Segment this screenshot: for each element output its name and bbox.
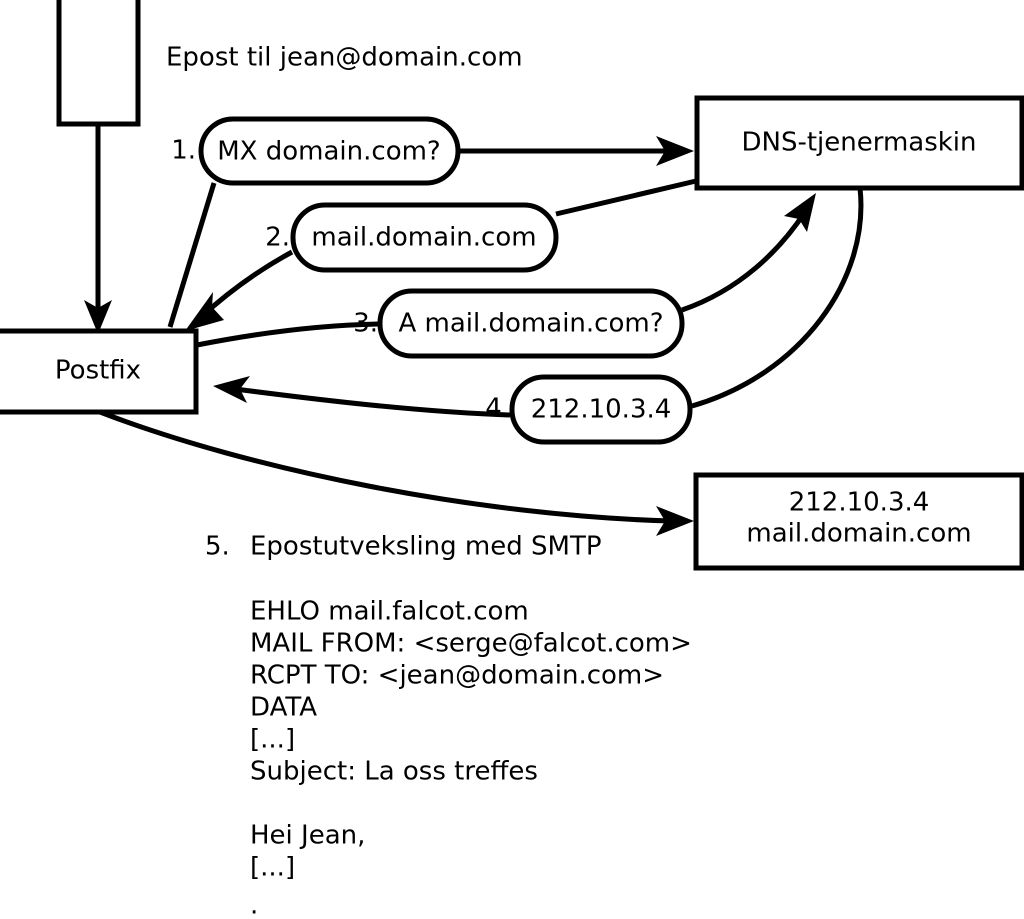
edge-client-to-postfix	[84, 124, 112, 334]
step-5-caption: Epostutveksling med SMTP	[250, 532, 602, 562]
node-mail-server-hostname: mail.domain.com	[746, 519, 971, 549]
edge-step5-smtp	[99, 409, 694, 536]
step-4-bubble-label: 212.10.3.4	[531, 395, 672, 425]
step-1-group: 1. MX domain.com?	[171, 116, 461, 186]
smtp-line-rcpt-to: RCPT TO: <jean@domain.com>	[250, 661, 664, 691]
edge-step4-a-answer	[213, 187, 864, 418]
step-2-group: 2. mail.domain.com	[265, 202, 559, 273]
subject-line-text: Epost til jean@domain.com	[166, 43, 523, 73]
edge-step2-mx-answer	[185, 178, 697, 331]
node-postfix: Postfix	[0, 328, 199, 415]
step-5-number: 5.	[205, 532, 230, 562]
step-3-group: 3. A mail.domain.com?	[353, 288, 685, 359]
step-4-group: 4. 212.10.3.4	[485, 374, 693, 445]
smtp-line-ellipsis-2: [...]	[250, 853, 295, 883]
smtp-line-subject: Subject: La oss treffes	[250, 757, 538, 787]
node-mail-server-ip: 212.10.3.4	[789, 488, 930, 518]
edge-step1-mx-query	[167, 136, 694, 328]
step-2-bubble-label: mail.domain.com	[311, 223, 536, 253]
edge-step3-a-query	[196, 193, 816, 348]
smtp-line-terminator: .	[250, 891, 258, 919]
step-4-number: 4.	[485, 394, 510, 424]
step-5-group: 5. Epostutveksling med SMTP	[205, 532, 602, 562]
node-postfix-label: Postfix	[55, 356, 141, 386]
smtp-line-mail-from: MAIL FROM: <serge@falcot.com>	[250, 629, 692, 659]
step-3-bubble-label: A mail.domain.com?	[399, 309, 664, 339]
smtp-transcript: EHLO mail.falcot.com MAIL FROM: <serge@f…	[250, 597, 692, 919]
smtp-line-data: DATA	[250, 693, 317, 723]
smtp-line-greeting: Hei Jean,	[250, 821, 365, 851]
node-mail-server: 212.10.3.4 mail.domain.com	[693, 472, 1024, 571]
node-dns-server: DNS-tjenermaskin	[694, 95, 1024, 191]
step-2-number: 2.	[265, 223, 290, 253]
smtp-line-ellipsis-1: [...]	[250, 725, 295, 755]
step-3-number: 3.	[353, 309, 378, 339]
step-1-bubble-label: MX domain.com?	[217, 137, 440, 167]
smtp-line-ehlo: EHLO mail.falcot.com	[250, 597, 529, 627]
node-client	[56, 0, 141, 127]
node-dns-server-label: DNS-tjenermaskin	[741, 128, 976, 158]
step-1-number: 1.	[171, 136, 196, 166]
